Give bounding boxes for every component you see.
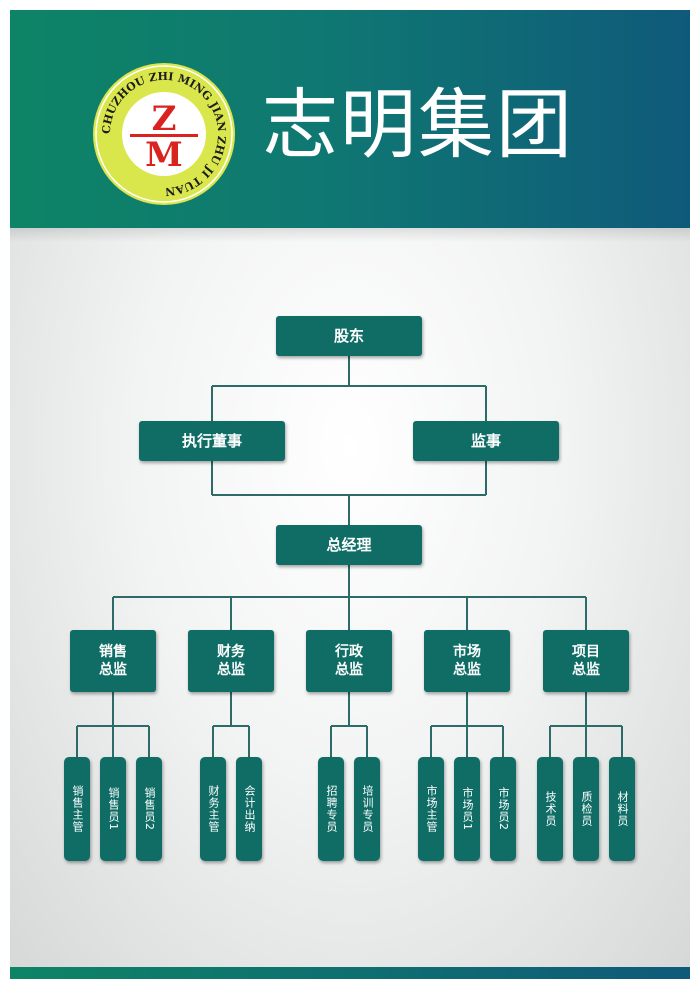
node-staff-sales-3: 销售员2 <box>136 757 162 861</box>
node-director-finance: 财务总监 <box>188 630 274 692</box>
node-staff-marketing-2: 市场员1 <box>454 757 480 861</box>
company-logo: CHUZHOU ZHI MING JIAN ZHU JI TUAN Z M <box>93 63 235 205</box>
director-label-line1: 销售 <box>99 644 127 660</box>
node-director-project: 项目总监 <box>543 630 629 692</box>
node-supervisor: 监事 <box>413 421 559 461</box>
staff-label: 市场主管 <box>425 785 438 833</box>
director-label-line2: 总监 <box>335 662 363 678</box>
header-banner: CHUZHOU ZHI MING JIAN ZHU JI TUAN Z M 志明… <box>10 10 690 228</box>
footer-bar <box>10 967 690 979</box>
node-shareholders: 股东 <box>276 316 422 356</box>
staff-label: 会计出纳 <box>243 785 256 833</box>
node-director-sales: 销售总监 <box>70 630 156 692</box>
node-director-marketing: 市场总监 <box>424 630 510 692</box>
node-staff-finance-2: 会计出纳 <box>236 757 262 861</box>
org-chart-connectors <box>76 356 623 757</box>
staff-label: 技术员 <box>544 791 557 827</box>
node-staff-sales-1: 销售主管 <box>64 757 90 861</box>
node-staff-project-3: 材料员 <box>609 757 635 861</box>
director-label-line1: 市场 <box>453 644 481 660</box>
staff-label: 质检员 <box>580 791 593 827</box>
director-label-line2: 总监 <box>217 662 245 678</box>
logo-letter-m: M <box>145 135 183 175</box>
staff-label: 市场员2 <box>497 787 510 831</box>
staff-label: 销售员2 <box>143 787 156 831</box>
poster-frame: CHUZHOU ZHI MING JIAN ZHU JI TUAN Z M 志明… <box>10 10 690 979</box>
node-staff-marketing-3: 市场员2 <box>490 757 516 861</box>
node-staff-sales-2: 销售员1 <box>100 757 126 861</box>
company-title: 志明集团 <box>262 80 574 169</box>
node-staff-marketing-1: 市场主管 <box>418 757 444 861</box>
header-shadow <box>10 228 690 242</box>
node-staff-project-2: 质检员 <box>573 757 599 861</box>
director-label-line1: 财务 <box>217 644 245 660</box>
staff-label: 材料员 <box>616 791 629 827</box>
staff-label: 财务主管 <box>207 785 220 833</box>
director-label-line2: 总监 <box>453 662 481 678</box>
node-staff-admin-1: 招聘专员 <box>318 757 344 861</box>
node-general-manager: 总经理 <box>276 525 422 565</box>
staff-label: 招聘专员 <box>325 785 338 833</box>
director-label-line2: 总监 <box>572 662 600 678</box>
staff-label: 销售员1 <box>107 787 120 831</box>
node-staff-finance-1: 财务主管 <box>200 757 226 861</box>
node-staff-project-1: 技术员 <box>537 757 563 861</box>
node-executive-director: 执行董事 <box>139 421 285 461</box>
director-label-line2: 总监 <box>99 662 127 678</box>
staff-label: 市场员1 <box>461 787 474 831</box>
director-label-line1: 项目 <box>572 644 600 660</box>
node-staff-admin-2: 培训专员 <box>354 757 380 861</box>
director-label-line1: 行政 <box>335 644 363 660</box>
staff-label: 销售主管 <box>71 785 84 833</box>
staff-label: 培训专员 <box>361 785 374 833</box>
logo-letter-z: Z <box>152 99 177 139</box>
node-director-admin: 行政总监 <box>306 630 392 692</box>
